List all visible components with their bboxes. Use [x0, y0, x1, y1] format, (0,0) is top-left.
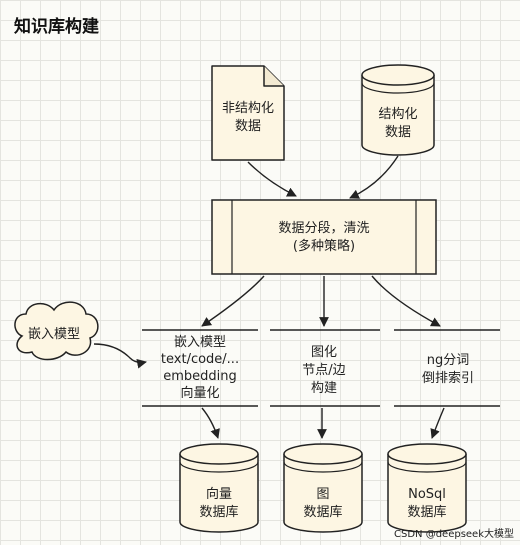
vector-db-cylinder-top: [179, 443, 259, 465]
graph-db-node: 图 数据库: [283, 443, 363, 533]
graph-db-cylinder-ring: [283, 461, 363, 473]
vectorize-line2: text/code/...: [161, 352, 239, 367]
arrow-process-to-vectorize: [201, 275, 265, 327]
document-shape: [211, 65, 285, 161]
unstructured-line2: 数据: [235, 119, 261, 134]
index-line1: ng分词: [427, 353, 470, 368]
graph-db-cylinder-top: [283, 443, 363, 465]
vectorize-line4: 向量化: [180, 385, 219, 401]
vectorize-line1: 嵌入模型: [174, 335, 226, 350]
diagram-title: 知识库构建: [14, 17, 99, 37]
graph-db-line2: 数据库: [303, 504, 342, 520]
arrow-index-to-nosql-db: [430, 407, 445, 439]
process-line1: 数据分段，清洗: [278, 221, 369, 236]
graph-db-cylinder-body: [283, 454, 363, 533]
arrow-process-to-index: [371, 275, 441, 327]
nosql-db-cylinder-ring: [387, 461, 467, 473]
embedding-model-label: 嵌入模型: [28, 327, 80, 342]
embedding-model-node: 嵌入模型: [14, 301, 99, 361]
process-node: 数据分段，清洗 (多种策略): [211, 199, 437, 275]
nosql-db-node: NoSql 数据库: [387, 443, 467, 533]
arrow-structured-to-process: [349, 155, 399, 199]
document-fold-corner: [263, 66, 284, 87]
graph-node: 图化 节点/边 构建: [270, 329, 380, 407]
structured-cylinder-top: [361, 64, 435, 86]
graph-line3: 构建: [311, 381, 337, 396]
arrow-embedding-model-to-vectorize: [93, 343, 147, 369]
structured-cylinder-body: [361, 75, 435, 156]
structured-line1: 结构化: [378, 107, 417, 122]
graph-db-line1: 图: [316, 487, 329, 502]
vector-db-cylinder-body: [179, 454, 259, 533]
unstructured-line1: 非结构化: [222, 101, 274, 116]
structured-data-node: 结构化 数据: [361, 64, 435, 156]
vectorize-line3: embedding: [163, 369, 237, 384]
unstructured-data-node: 非结构化 数据: [211, 65, 285, 161]
nosql-db-cylinder-body: [387, 454, 467, 533]
vector-db-line1: 向量: [206, 486, 232, 502]
process-box: [211, 199, 437, 275]
vectorize-node: 嵌入模型 text/code/... embedding 向量化: [142, 329, 258, 407]
vector-db-cylinder-ring: [179, 461, 259, 473]
index-line2: 倒排索引: [422, 371, 474, 386]
structured-line2: 数据: [385, 125, 411, 140]
nosql-db-line1: NoSql: [408, 487, 446, 502]
nosql-db-cylinder-top: [387, 443, 467, 465]
structured-cylinder-ring: [361, 82, 435, 94]
graph-line1: 图化: [311, 345, 337, 360]
process-line2: (多种策略): [293, 238, 355, 254]
arrow-unstructured-to-process: [247, 161, 297, 197]
index-node: ng分词 倒排索引: [394, 329, 500, 407]
nosql-db-line2: 数据库: [407, 504, 446, 520]
arrow-vectorize-to-vector-db: [201, 407, 220, 439]
vector-db-line2: 数据库: [199, 504, 238, 520]
watermark: CSDN @deepseek大模型: [394, 527, 514, 540]
vector-db-node: 向量 数据库: [179, 443, 259, 533]
graph-line2: 节点/边: [302, 363, 345, 378]
cloud-shape: [14, 301, 99, 361]
